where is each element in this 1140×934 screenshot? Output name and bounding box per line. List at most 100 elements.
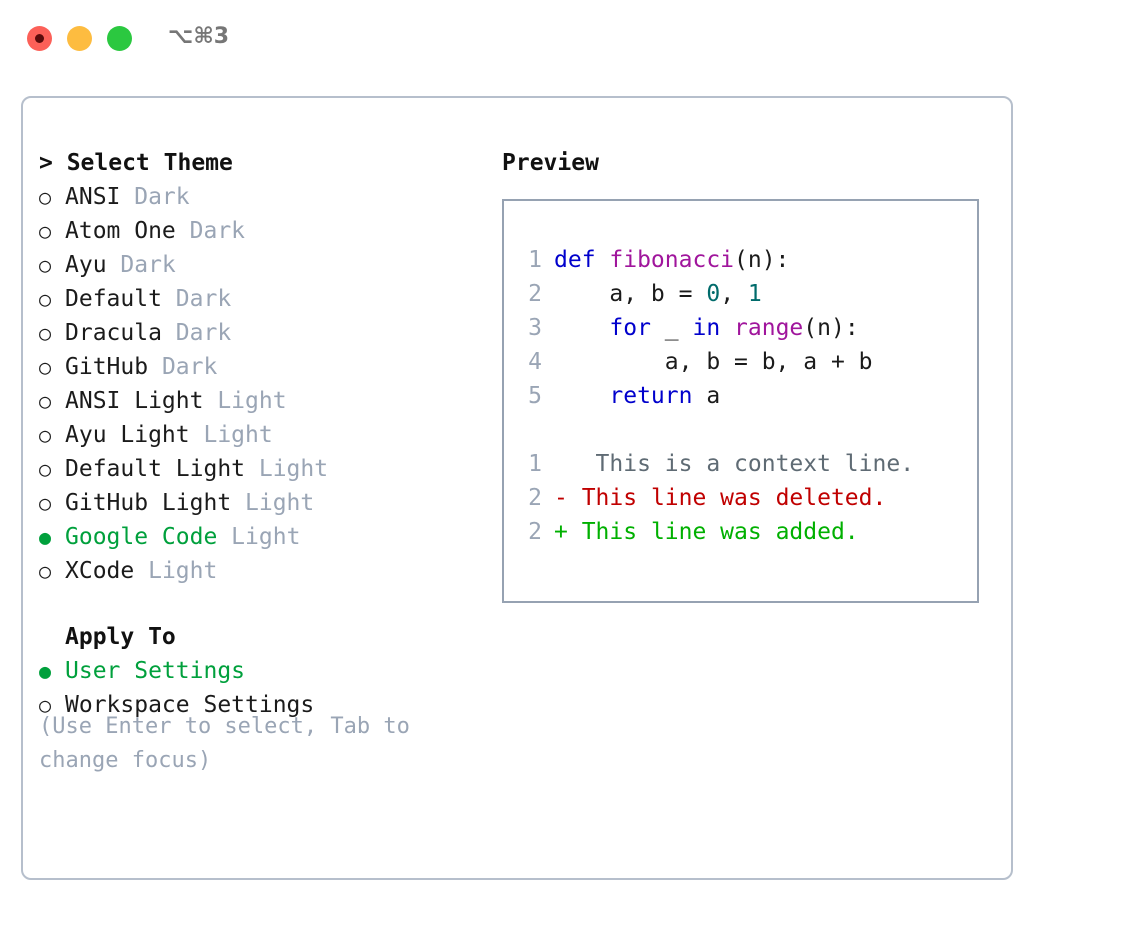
line-number: 5 (528, 383, 542, 409)
code-token-plain (554, 315, 609, 341)
line-number: 3 (528, 315, 542, 341)
code-token-num: 0 (706, 281, 721, 307)
minimize-button[interactable] (67, 26, 92, 51)
code-token-kw: return (609, 383, 693, 409)
code-token-plain (720, 315, 734, 341)
theme-option-kind: Dark (161, 320, 232, 346)
preview-spacer (514, 413, 971, 447)
apply-to-option-workspace-settings[interactable]: ○ Workspace Settings (39, 688, 489, 722)
diff-sign: - (554, 485, 568, 511)
preview-heading: Preview (502, 150, 599, 176)
apply-to-option-label: Workspace Settings (65, 692, 315, 718)
theme-option-kind: Dark (120, 184, 190, 210)
code-token-plain: a, b = b, a + b (554, 349, 873, 375)
theme-option-github-light[interactable]: ○ GitHub Light Light (39, 486, 489, 520)
theme-option-label: ANSI (65, 184, 121, 210)
diff-sample: 1 This is a context line. 2- This line wa… (514, 447, 971, 549)
code-token-kw: def (554, 247, 610, 273)
radio-unselected-icon: ○ (39, 389, 52, 413)
line-number: 1 (528, 247, 542, 273)
diff-sign (554, 451, 568, 477)
diff-text: This line was added. (567, 519, 859, 545)
select-theme-heading: > Select Theme (39, 150, 233, 176)
theme-option-label: Google Code (65, 524, 218, 550)
code-token-num: 1 (747, 281, 762, 307)
line-number: 1 (528, 451, 542, 477)
code-token-kw: in (692, 315, 721, 341)
theme-option-label: Default (65, 286, 162, 312)
theme-option-kind: Dark (161, 286, 232, 312)
code-line: 5 return a (514, 379, 971, 413)
theme-option-atom-one[interactable]: ○Atom One Dark (39, 214, 489, 248)
code-line: 4 a, b = b, a + b (514, 345, 971, 379)
diff-text: This is a context line. (567, 451, 915, 477)
apply-to-list: ● User Settings ○ Workspace Settings (39, 654, 489, 722)
theme-option-kind: Light (189, 422, 273, 448)
theme-option-kind: Light (231, 490, 315, 516)
code-token-kw: for (609, 315, 651, 341)
zoom-button[interactable] (107, 26, 132, 51)
diff-sign: + (554, 519, 568, 545)
theme-option-label: Ayu Light (65, 422, 190, 448)
radio-unselected-icon: ○ (39, 287, 52, 311)
theme-option-google-code[interactable]: ● Google Code Light (39, 520, 489, 554)
code-line: 3 for _ in range(n): (514, 311, 971, 345)
theme-option-ansi[interactable]: ○ ANSI Dark (39, 180, 489, 214)
code-token-plain: , (720, 281, 748, 307)
radio-unselected-icon: ○ (39, 185, 52, 209)
code-token-plain: _ (650, 315, 693, 341)
apply-to-option-user-settings[interactable]: ● User Settings (39, 654, 489, 688)
theme-option-ansi-light[interactable]: ○ANSI Light Light (39, 384, 489, 418)
radio-selected-icon: ● (39, 525, 52, 549)
theme-option-ayu-light[interactable]: ○ Ayu Light Light (39, 418, 489, 452)
theme-list: ○ANSI Dark○Atom One Dark○Ayu Dark○Defaul… (39, 180, 489, 588)
theme-option-label: GitHub Light (65, 490, 232, 516)
theme-option-kind: Light (245, 456, 329, 482)
keyboard-hint-text: (Use Enter to select, Tab to change focu… (39, 714, 424, 773)
theme-option-default-light[interactable]: ○Default Light Light (39, 452, 489, 486)
code-line: 2 a, b = 0, 1 (514, 277, 971, 311)
line-number: 2 (528, 281, 542, 307)
radio-selected-icon: ● (39, 659, 52, 683)
theme-option-kind: Light (134, 558, 218, 584)
theme-option-kind: Dark (106, 252, 176, 278)
theme-option-kind: Light (203, 388, 287, 414)
radio-unselected-icon: ○ (39, 693, 52, 717)
code-token-fn: fibonacci (609, 247, 735, 273)
line-number: 2 (528, 519, 542, 545)
theme-option-label: Ayu (65, 252, 107, 278)
radio-unselected-icon: ○ (39, 253, 52, 277)
diff-line: 2 + This line was added. (514, 515, 971, 549)
code-token-fn: range (734, 315, 804, 341)
theme-option-kind: Dark (148, 354, 218, 380)
radio-unselected-icon: ○ (39, 457, 52, 481)
radio-unselected-icon: ○ (39, 491, 52, 515)
theme-option-dracula[interactable]: ○Dracula Dark (39, 316, 489, 350)
code-token-plain: (n): (734, 247, 790, 273)
close-button[interactable] (27, 26, 52, 51)
code-token-plain (554, 383, 609, 409)
theme-option-label: GitHub (65, 354, 149, 380)
diff-line: 2- This line was deleted. (514, 481, 971, 515)
theme-option-default[interactable]: ○ Default Dark (39, 282, 489, 316)
code-token-plain: a (692, 383, 721, 409)
diff-text: This line was deleted. (567, 485, 887, 511)
content-panel: > Select Theme ○ANSI Dark○Atom One Dark○… (21, 96, 1013, 880)
theme-selector: > Select Theme ○ANSI Dark○Atom One Dark○… (39, 146, 489, 722)
title-bar: ⌥⌘3 (0, 0, 1140, 78)
apply-to-option-label: User Settings (65, 658, 246, 684)
radio-unselected-icon: ○ (39, 423, 52, 447)
code-token-plain: (n): (803, 315, 859, 341)
radio-unselected-icon: ○ (39, 321, 52, 345)
theme-option-label: XCode (65, 558, 135, 584)
theme-option-github[interactable]: ○GitHub Dark (39, 350, 489, 384)
radio-unselected-icon: ○ (39, 219, 52, 243)
theme-option-ayu[interactable]: ○ Ayu Dark (39, 248, 489, 282)
code-token-plain: a, b = (554, 281, 707, 307)
theme-option-xcode[interactable]: ○XCode Light (39, 554, 489, 588)
theme-option-kind: Light (217, 524, 301, 550)
